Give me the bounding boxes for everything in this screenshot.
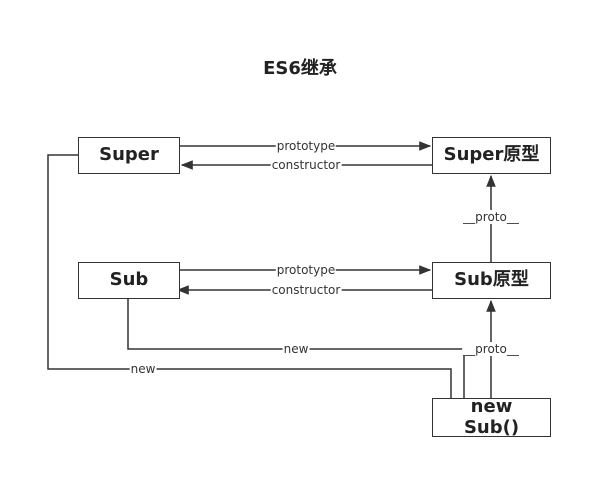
diagram-title: ES6继承 <box>263 58 337 79</box>
label-super-prototype: prototype <box>275 139 337 153</box>
label-sub-new: new <box>282 342 310 356</box>
node-sub: Sub <box>78 262 180 299</box>
label-sub-prototype: prototype <box>275 263 337 277</box>
label-sub-constructor: constructor <box>270 283 342 297</box>
node-super-prototype: Super原型 <box>432 137 551 174</box>
node-sub-prototype: Sub原型 <box>432 262 551 299</box>
label-subproto-to-superproto: __proto__ <box>462 210 520 224</box>
label-super-new: new <box>129 362 157 376</box>
label-instance-to-subproto: __proto__ <box>462 342 520 356</box>
edge-super-new <box>47 154 452 398</box>
node-super: Super <box>78 137 180 174</box>
node-new-sub-instance: new Sub() <box>432 396 551 437</box>
label-super-constructor: constructor <box>270 158 342 172</box>
